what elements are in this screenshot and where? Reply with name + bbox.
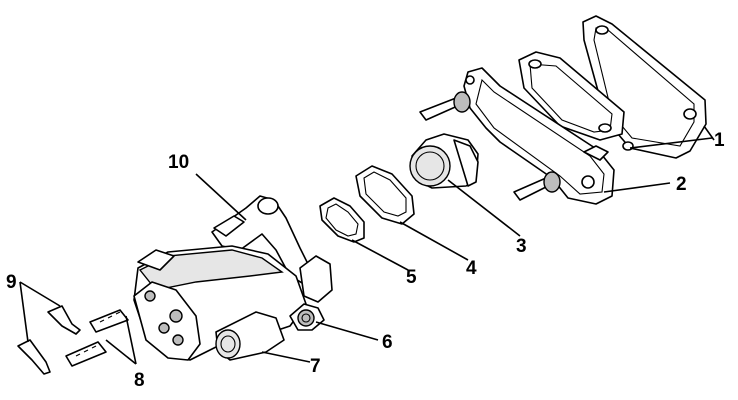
callout-labels: 1 2 3 4 5 6 7 8 9 10 bbox=[6, 130, 725, 391]
part-7-guide-sleeve bbox=[215, 311, 285, 361]
part-8-bolts bbox=[65, 309, 129, 367]
callout-3: 3 bbox=[516, 236, 527, 257]
part-4-seal-ring bbox=[355, 165, 415, 225]
callout-5: 5 bbox=[406, 267, 417, 288]
callout-4: 4 bbox=[466, 258, 477, 279]
part-3-piston bbox=[409, 133, 479, 189]
callout-10: 10 bbox=[168, 152, 189, 173]
mounting-bracket bbox=[419, 67, 615, 205]
callout-9: 9 bbox=[6, 272, 17, 293]
callout-2: 2 bbox=[676, 174, 687, 195]
callout-6: 6 bbox=[382, 332, 393, 353]
part-9-clips bbox=[17, 305, 81, 375]
callout-1: 1 bbox=[714, 130, 725, 151]
leader-lines bbox=[19, 125, 715, 365]
part-6-fitting bbox=[289, 303, 325, 331]
callout-7: 7 bbox=[310, 356, 321, 377]
part-2-bracket-plate bbox=[518, 51, 625, 141]
part-5-seal-ring bbox=[319, 197, 365, 243]
callout-8: 8 bbox=[134, 370, 145, 391]
